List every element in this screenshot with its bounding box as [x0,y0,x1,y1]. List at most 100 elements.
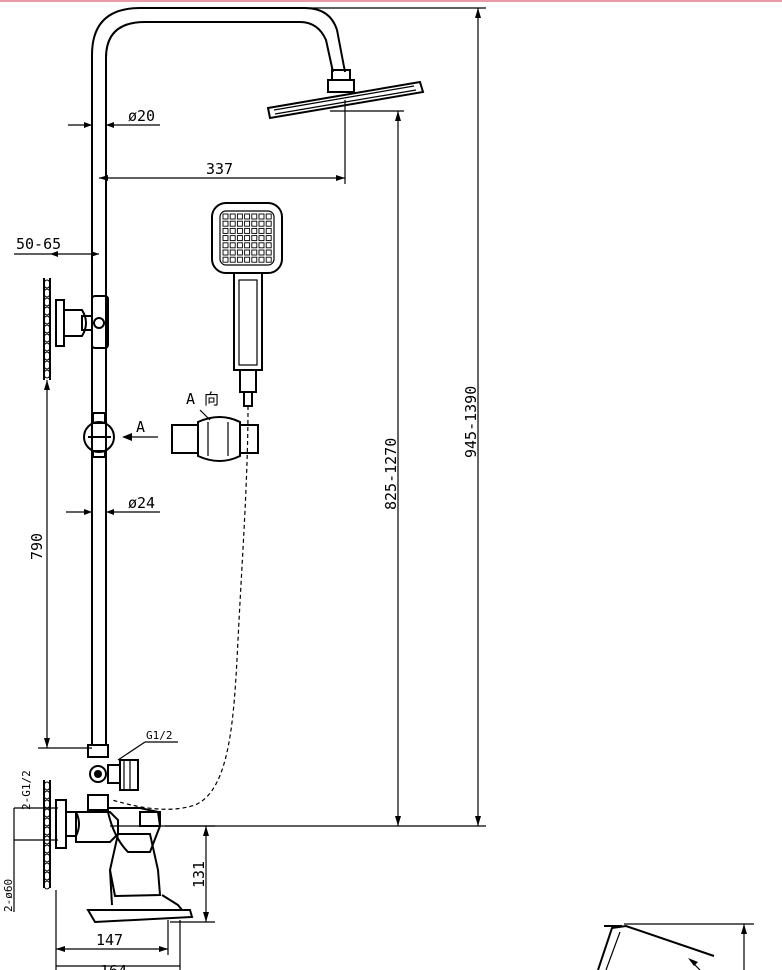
dim-label-slider-height: 790 [28,533,46,560]
view-label: A 向 [186,390,219,408]
dim-total-height: 945-1390 [310,7,486,826]
nozzle [265,227,272,234]
dim-label-total-height: 945-1390 [462,386,480,458]
view-arrow-a: A [122,418,158,441]
diverter-with-hose-outlet: G1/2 [87,729,178,791]
nozzle [258,235,265,242]
nozzle [258,213,265,220]
dim-label-pipe-diameter-slider: ø24 [128,494,155,512]
wall-stone [43,844,51,854]
nozzle [258,256,265,263]
dim-label-pipe-diameter-top: ø20 [128,107,155,125]
nozzle [244,220,251,227]
nozzle [236,213,243,220]
nozzle [236,242,243,249]
dim-label-head-height: 825-1270 [382,438,400,510]
wall-stone [43,297,51,307]
nozzle [236,227,243,234]
wall-stone [43,781,51,791]
hand-shower-nozzle-grid [222,213,272,263]
nozzle [265,249,272,256]
thermostatic-mixer-body [75,794,194,924]
nozzle [244,249,251,256]
riser-pipe [91,7,346,745]
nozzle [258,242,265,249]
hand-shower [211,202,283,407]
slider-holder-on-riser [83,412,115,458]
nozzle [222,227,229,234]
wall-stone [43,880,51,890]
nozzle [258,220,265,227]
dim-wall-thread: 2-G1/2 [14,770,58,841]
nozzle [244,242,251,249]
dim-head-offset: 337 [99,100,346,184]
nozzle [251,256,258,263]
nozzle [251,235,258,242]
dim-pipe-diameter-top: ø20 [68,107,160,128]
overhead-shower-head [266,69,425,120]
wall-stone [43,315,51,325]
slider-detail-view-a: A 向 [171,390,259,462]
nozzle [258,227,265,234]
dim-label-mixer-depth: 147 [96,931,123,949]
nozzle [229,249,236,256]
nozzle [222,213,229,220]
nozzle [251,220,258,227]
nozzle [229,227,236,234]
dim-label-inlet-thread: G1/2 [146,729,173,742]
nozzle [229,256,236,263]
wall-stone [43,351,51,361]
wall-stone [43,369,51,379]
nozzle [265,213,272,220]
wall-stone [43,324,51,334]
nozzle [222,220,229,227]
nozzle [222,256,229,263]
upper-wall-bracket [43,278,109,380]
dim-mixer-height: 131 [165,825,215,923]
nozzle [222,242,229,249]
dim-label-wall-thread: 2-G1/2 [20,770,33,810]
nozzle [265,242,272,249]
nozzle [265,256,272,263]
nozzle [236,249,243,256]
wall-stone [43,360,51,370]
wall-stone [43,288,51,298]
nozzle [244,227,251,234]
wall-stone [43,871,51,881]
nozzle [251,227,258,234]
nozzle [258,249,265,256]
wall-stone [43,826,51,836]
view-arrow-label: A [136,418,145,436]
wall-stone [43,790,51,800]
shower-hose [111,405,249,810]
nozzle [236,220,243,227]
dim-pipe-diameter-slider: ø24 [66,494,160,515]
nozzle [244,213,251,220]
nozzle [222,235,229,242]
nozzle [236,235,243,242]
nozzle [236,256,243,263]
nozzle [222,249,229,256]
nozzle [244,235,251,242]
wall-stone [43,342,51,352]
dim-label-wall-offset: 50-65 [16,235,61,253]
nozzle [229,213,236,220]
wall-stone [43,862,51,872]
nozzle [265,235,272,242]
dim-slider-height: 790 [28,380,92,749]
wall-hatch-upper [43,279,51,379]
wall-stone [43,853,51,863]
wall-stone [43,333,51,343]
dim-wall-offset: 50-65 [14,235,99,257]
dim-head-height: 825-1270 [330,110,404,826]
wall-stone [43,817,51,827]
lower-wall-mounting [43,780,80,890]
nozzle [244,256,251,263]
dim-label-mixer-height: 131 [190,861,208,888]
dim-label-wall-escutcheon: 2-ø60 [2,879,15,912]
nozzle [229,242,236,249]
nozzle [229,235,236,242]
wall-stone [43,306,51,316]
nozzle [251,249,258,256]
